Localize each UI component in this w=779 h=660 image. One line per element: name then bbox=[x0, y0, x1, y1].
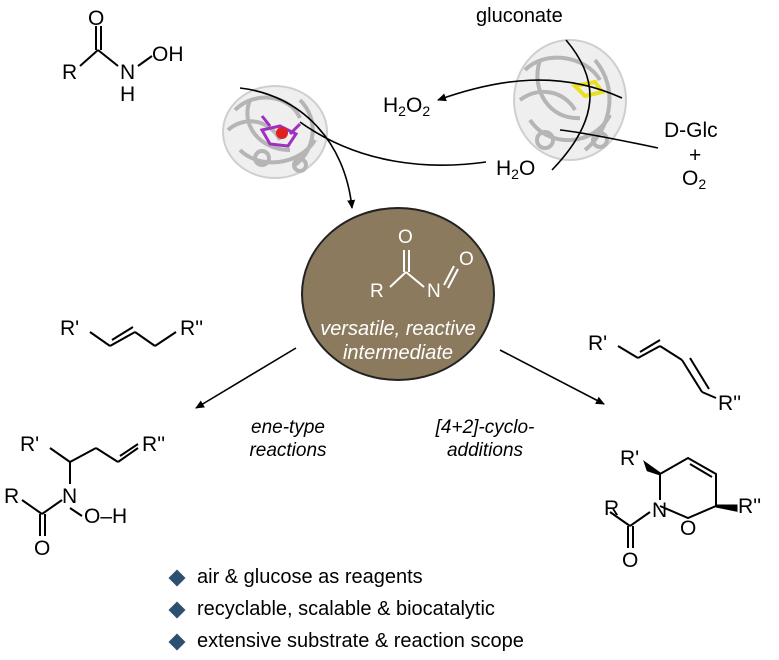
intermediate-ellipse bbox=[301, 207, 495, 381]
diamond-bullet-icon bbox=[168, 601, 186, 618]
bullet-text: recyclable, scalable & biocatalytic bbox=[197, 598, 495, 620]
bullet-item: recyclable, scalable & biocatalytic bbox=[168, 598, 495, 621]
hydroxamic-oh: OH bbox=[152, 43, 184, 66]
h2o2-label: H2O2 bbox=[383, 94, 431, 119]
ene-product-bonds bbox=[21, 443, 139, 536]
oxazine-r2: R'' bbox=[738, 495, 762, 518]
o2-label: O2 bbox=[682, 167, 707, 192]
acylnitroso-bonds bbox=[389, 250, 459, 289]
intermediate-r: R bbox=[370, 281, 384, 302]
ene-product-r1: R' bbox=[20, 433, 40, 456]
glucose-oxidase-structure bbox=[513, 39, 627, 161]
alkene-bonds bbox=[89, 326, 177, 347]
ene-product-oh: O–H bbox=[84, 505, 128, 528]
bullet-text: extensive substrate & reaction scope bbox=[197, 630, 524, 652]
bullet-item: extensive substrate & reaction scope bbox=[168, 630, 524, 653]
caption-line2: intermediate bbox=[342, 342, 454, 364]
cyclo-line1: [4+2]-cyclo- bbox=[435, 417, 535, 438]
caption-line1: versatile, reactive bbox=[320, 318, 476, 340]
intermediate-o: O bbox=[398, 227, 413, 248]
h2o-label: H2O bbox=[496, 157, 536, 182]
oxazine-o-ring: O bbox=[680, 517, 697, 540]
dglc-label: D-Glc bbox=[664, 119, 718, 142]
plus-label: + bbox=[689, 144, 702, 167]
cyclo-caption: [4+2]-cyclo- additions bbox=[410, 417, 560, 463]
intermediate-n: N bbox=[427, 281, 441, 302]
alkene-r2: R'' bbox=[180, 317, 204, 340]
intermediate-o2: O bbox=[459, 249, 474, 270]
ene-line1: ene-type bbox=[251, 417, 325, 438]
alkene-r1: R' bbox=[60, 317, 80, 340]
diamond-bullet-icon bbox=[168, 569, 186, 586]
heme-cofactor bbox=[259, 115, 302, 148]
oxazine-o: O bbox=[622, 549, 639, 572]
hydroxamic-r: R bbox=[62, 61, 78, 84]
hydroxamic-o: O bbox=[88, 7, 105, 30]
bullet-item: air & glucose as reagents bbox=[168, 566, 423, 589]
heme-iron bbox=[276, 127, 288, 139]
cycle-arrows bbox=[239, 39, 659, 209]
hydroxamic-h: H bbox=[120, 83, 136, 106]
ene-caption: ene-type reactions bbox=[218, 417, 358, 463]
bullet-text: air & glucose as reagents bbox=[197, 566, 423, 588]
ene-product-r: R bbox=[4, 485, 20, 508]
cyclo-line2: additions bbox=[446, 439, 524, 461]
ene-line2: reactions bbox=[249, 439, 327, 461]
ene-product-o: O bbox=[34, 537, 51, 560]
ene-product-n: N bbox=[62, 485, 78, 508]
oxazine-r: R bbox=[604, 497, 620, 520]
hydroxamic-n: N bbox=[120, 61, 136, 84]
diamond-bullet-icon bbox=[168, 633, 186, 650]
diene-r1: R' bbox=[588, 332, 608, 355]
oxazine-product-bonds bbox=[609, 456, 738, 548]
reaction-arrows bbox=[195, 347, 605, 409]
heme-enzyme-structure bbox=[222, 85, 328, 179]
hydroxamic-acid-bonds bbox=[79, 26, 153, 67]
oxazine-n: N bbox=[652, 499, 668, 522]
ene-product-r2: R'' bbox=[142, 433, 166, 456]
intermediate-caption: versatile, reactive intermediate bbox=[310, 317, 486, 365]
diene-bonds bbox=[617, 339, 717, 399]
gluconate-label: gluconate bbox=[476, 5, 563, 27]
diene-r2: R'' bbox=[718, 392, 742, 415]
oxazine-r1: R' bbox=[620, 447, 640, 470]
